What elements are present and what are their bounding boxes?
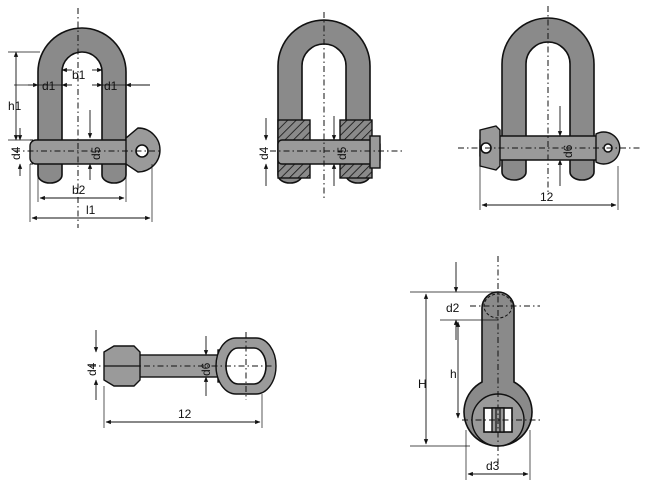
label-d5: d5 [335,146,349,160]
shackle-view-section: d4 d5 [257,12,404,200]
bolt-pin-view: d4 d6 12 [85,330,277,428]
label-l2: 12 [178,407,192,421]
label-l2: 12 [540,190,554,204]
label-b1: b1 [72,68,86,82]
label-d3: d3 [486,459,500,473]
shackle-side-view: d2 h H d3 [410,256,542,480]
shackle-view-bolt-pin: d6 12 [458,6,640,210]
label-d5: d5 [89,146,103,160]
label-d4: d4 [85,362,99,376]
label-d1-right: d1 [104,79,118,93]
shackle-view-eye-pin: d1 b1 d1 h1 d4 d5 b2 l1 [8,8,162,228]
label-h: h [450,367,457,381]
label-d6: d6 [561,144,575,158]
label-d6: d6 [199,362,213,376]
label-l1: l1 [86,203,96,217]
label-d1-left: d1 [42,79,56,93]
label-d4: d4 [257,146,271,160]
label-d2: d2 [446,301,460,315]
pin-head [369,135,381,169]
pin-shank [277,139,381,165]
label-d4: d4 [9,146,23,160]
pin-shank [29,139,137,165]
label-h1: h1 [8,99,22,113]
label-H: H [418,377,427,391]
label-b2: b2 [72,183,86,197]
